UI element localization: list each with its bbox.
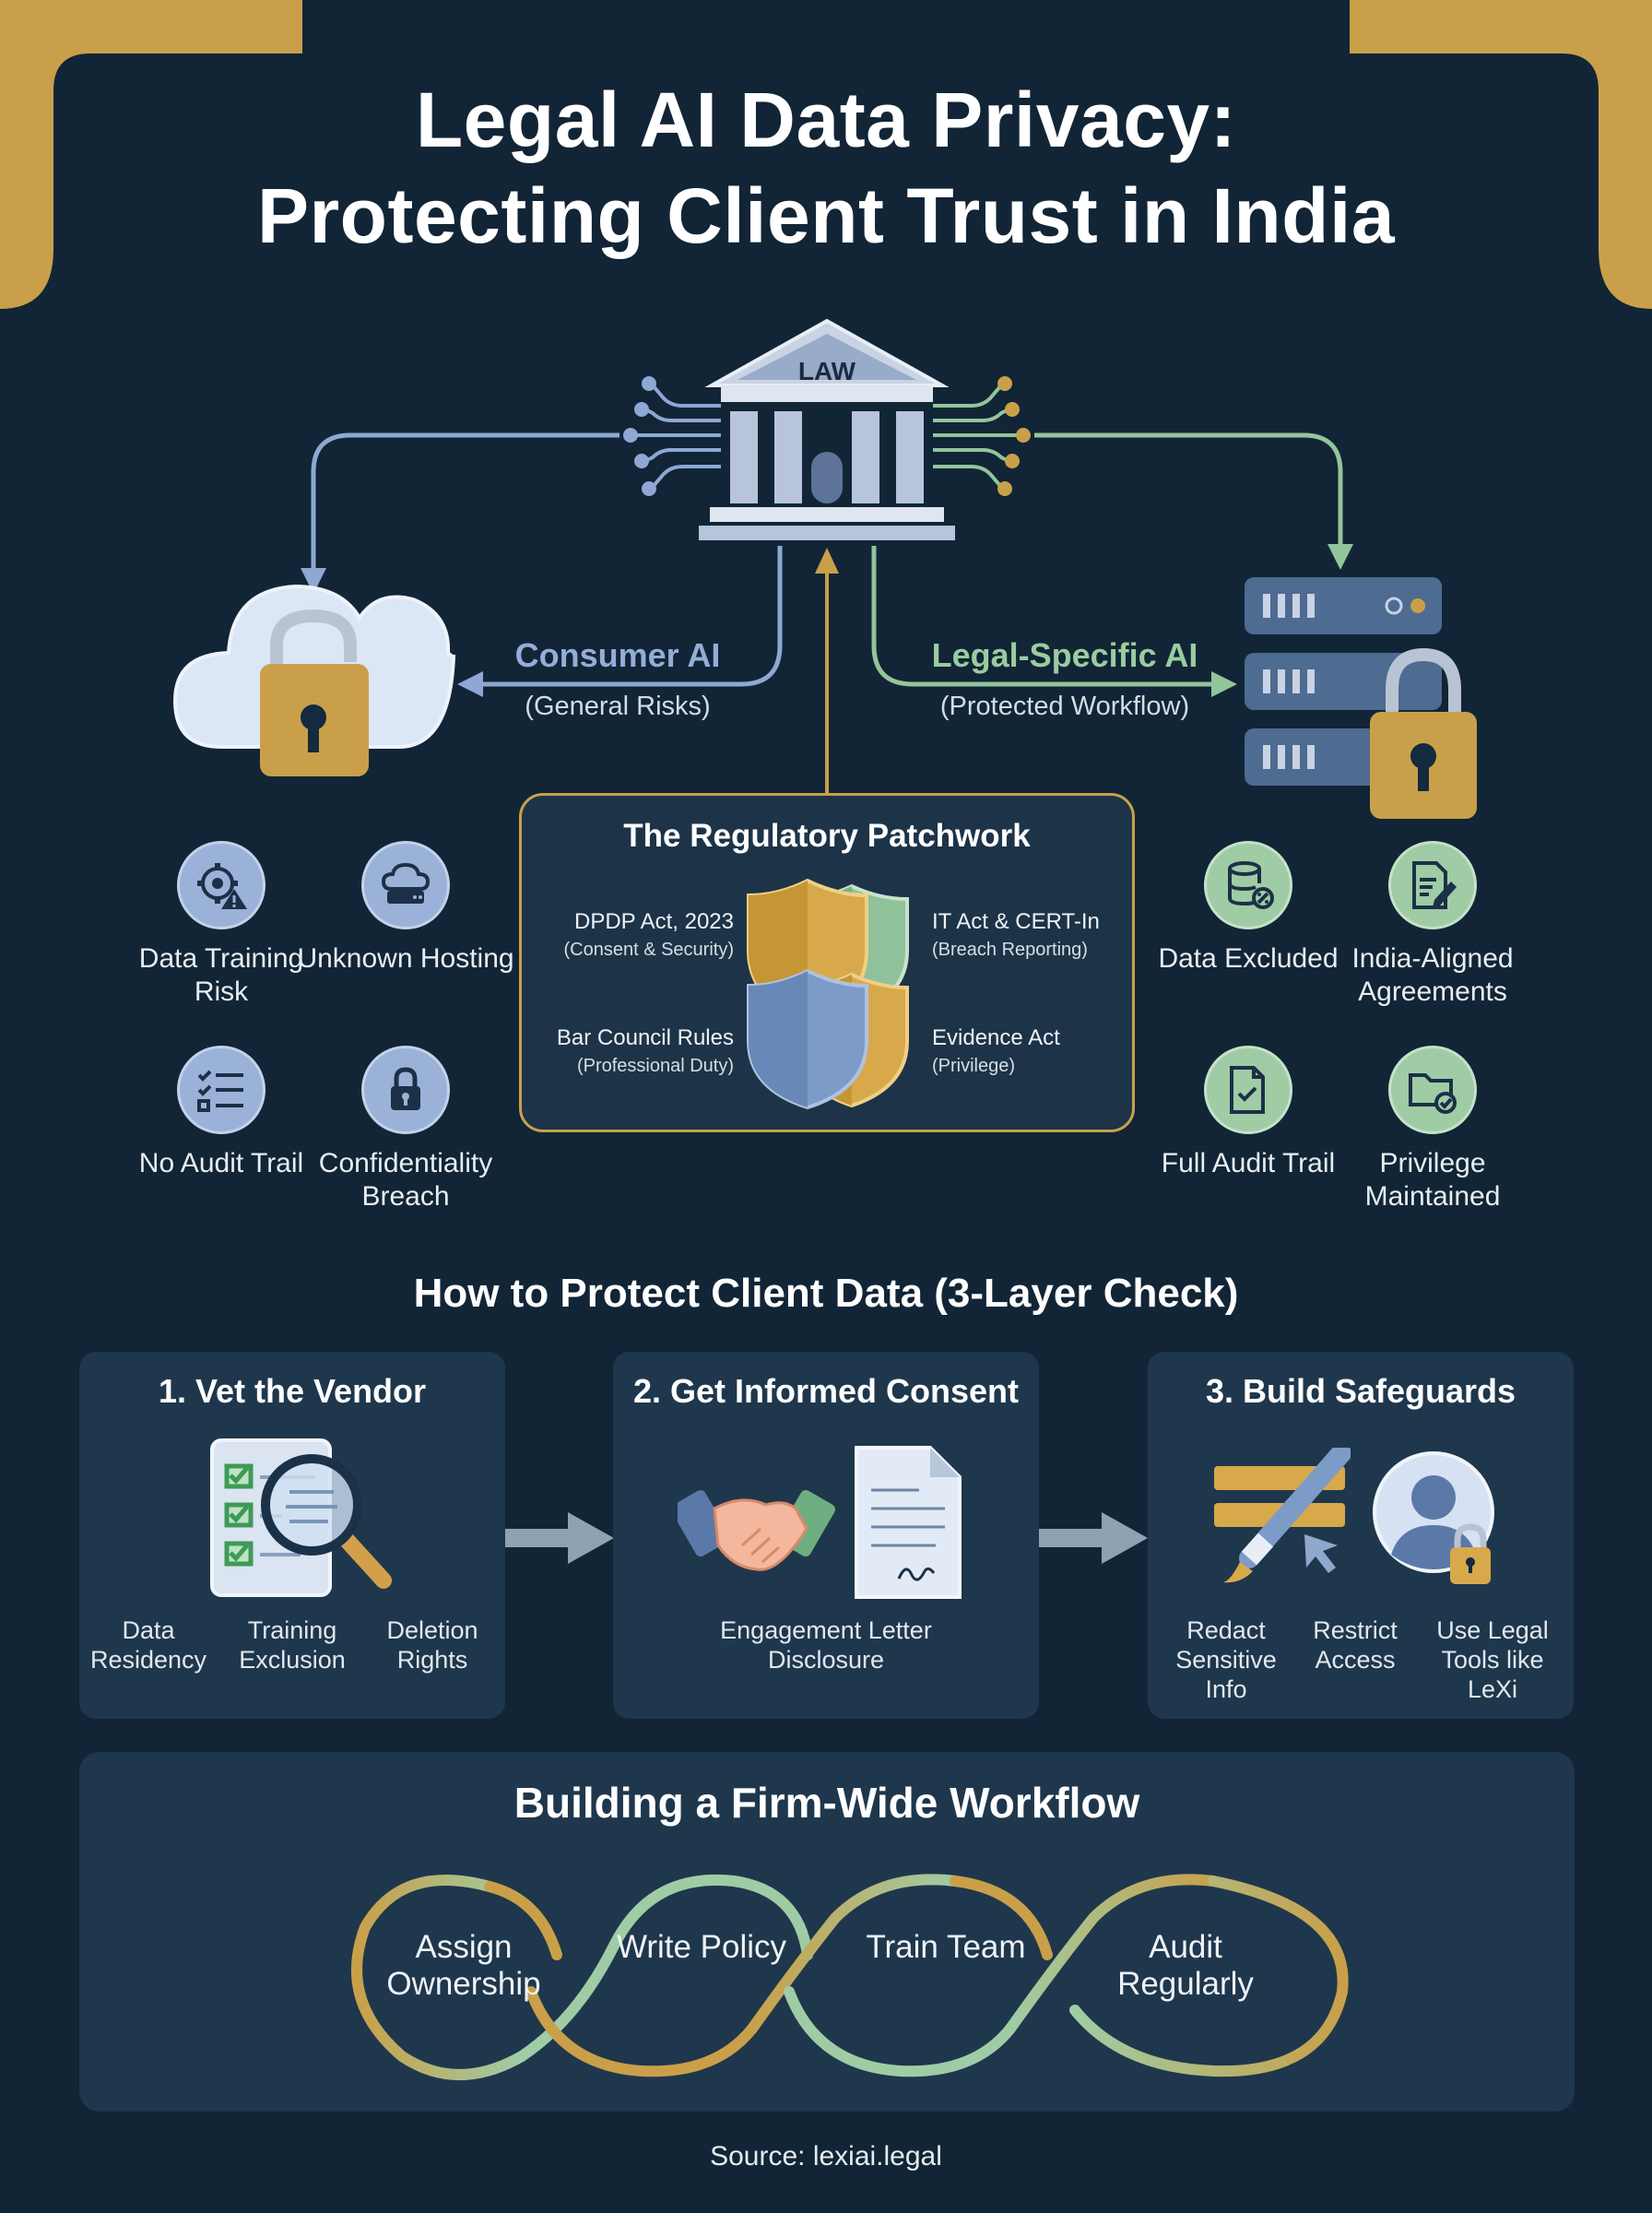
user-lock-icon: [1373, 1451, 1494, 1584]
regulation-name: Bar Council Rules: [556, 1025, 734, 1050]
circuit-lines: [636, 384, 721, 489]
regulation-note: (Breach Reporting): [932, 940, 1088, 960]
consumer-item-confidentiality-breach: Confidentiality Breach: [295, 1046, 516, 1213]
workflow-step-assign-ownership: Assign Ownership: [386, 1929, 541, 2002]
legal-item-label: India-Aligned Agreements: [1351, 943, 1514, 1007]
consumer-ai-label: Consumer AI: [514, 636, 721, 674]
layer-card-vet-vendor: 1. Vet the Vendor Data Residency Trainin…: [79, 1352, 505, 1719]
consumer-item-label: Confidentiality Breach: [318, 1148, 493, 1212]
title-line-1: Legal AI Data Privacy:: [415, 77, 1237, 163]
workflow-title: Building a Firm-Wide Workflow: [513, 1779, 1140, 1827]
workflow-loop-diagram: [351, 1874, 1349, 2080]
regulation-note: (Consent & Security): [563, 940, 734, 960]
workflow-panel: Building a Firm-Wide Workflow Assign Own…: [79, 1752, 1575, 2112]
card-title: 3. Build Safeguards: [1205, 1372, 1516, 1410]
cloud-server-icon: [361, 841, 450, 929]
legal-ai-label: Legal-Specific AI: [931, 636, 1198, 674]
connector-to-cloud: [301, 432, 620, 594]
regulation-name: Evidence Act: [932, 1025, 1060, 1050]
title-line-2: Protecting Client Trust in India: [256, 172, 1396, 259]
consumer-item-label: Data Training Risk: [138, 943, 304, 1007]
card-title: 2. Get Informed Consent: [632, 1372, 1020, 1410]
card-title: 1. Vet the Vendor: [158, 1372, 427, 1410]
regulation-name: IT Act & CERT-In: [932, 909, 1100, 934]
workflow-step-audit-regularly: Audit Regularly: [1117, 1929, 1254, 2002]
shields-icon: [747, 879, 909, 1109]
regulation-evidence-act: Evidence Act (Privilege): [932, 1024, 1144, 1080]
consumer-item-label: Unknown Hosting: [297, 943, 514, 974]
consumer-ai-sub: (General Risks): [525, 692, 711, 721]
padlock-icon: [361, 1046, 450, 1134]
regulation-it-act: IT Act & CERT-In (Breach Reporting): [932, 908, 1144, 964]
workflow-step-write-policy: Write Policy: [616, 1929, 787, 1965]
database-excluded-icon: [1204, 841, 1292, 929]
consumer-item-data-training-risk: Data Training Risk: [111, 841, 332, 1009]
checklist-icon: [177, 1046, 266, 1134]
consumer-item-no-audit-trail: No Audit Trail: [111, 1046, 332, 1180]
workflow-step-train-team: Train Team: [866, 1929, 1026, 1965]
protect-section-title: How to Protect Client Data (3-Layer Chec…: [413, 1271, 1239, 1316]
handshake-document-icon: [678, 1446, 962, 1599]
page-title: Legal AI Data Privacy: Protecting Client…: [0, 72, 1652, 264]
card-label-restrict-access: Restrict Access: [1313, 1616, 1398, 1674]
regulatory-title: The Regulatory Patchwork: [623, 818, 1031, 854]
regulation-note: (Privilege): [932, 1056, 1016, 1076]
regulation-bar-council: Bar Council Rules (Professional Duty): [522, 1024, 734, 1080]
arrow-right-icon: [505, 1512, 614, 1564]
connector-regulatory: [815, 548, 839, 793]
layer-card-build-safeguards: 3. Build Safeguards Redact Sensitive Inf…: [1148, 1352, 1574, 1719]
document-edit-icon: [1388, 841, 1477, 929]
source-credit: Source: lexiai.legal: [710, 2141, 942, 2172]
legal-item-data-excluded: Data Excluded: [1138, 841, 1359, 976]
legal-item-label: Privilege Maintained: [1364, 1148, 1501, 1212]
legal-item-label: Data Excluded: [1158, 943, 1339, 974]
regulation-name: DPDP Act, 2023: [574, 909, 734, 934]
connector-to-server: [1034, 432, 1353, 570]
legal-item-privilege-maintained: Privilege Maintained: [1322, 1046, 1543, 1213]
legal-item-label: Full Audit Trail: [1161, 1148, 1336, 1178]
law-building-icon: LAW: [699, 318, 955, 540]
card-label-deletion-rights: Deletion Rights: [386, 1616, 478, 1674]
card-label-engagement-letter: Engagement Letter Disclosure: [720, 1616, 932, 1674]
regulation-note: (Professional Duty): [576, 1056, 734, 1076]
card-label-training-exclusion: Training Exclusion: [239, 1616, 346, 1674]
regulation-dpdp-act: DPDP Act, 2023 (Consent & Security): [522, 908, 734, 964]
redact-pen-icon: [1214, 1448, 1351, 1583]
gear-warning-icon: [177, 841, 266, 929]
arrow-right-icon: [1039, 1512, 1148, 1564]
document-check-icon: [1204, 1046, 1292, 1134]
legal-ai-sub: (Protected Workflow): [939, 692, 1190, 721]
legal-item-india-aligned-agreements: India-Aligned Agreements: [1322, 841, 1543, 1009]
consumer-item-label: No Audit Trail: [138, 1148, 304, 1178]
card-label-data-residency: Data Residency: [89, 1616, 207, 1674]
server-lock-icon: [1245, 577, 1477, 819]
law-label: LAW: [798, 357, 856, 385]
cloud-broken-lock-icon: [172, 584, 456, 776]
card-label-use-legal-tools: Use Legal Tools like LeXi: [1436, 1616, 1549, 1703]
consumer-item-unknown-hosting: Unknown Hosting: [295, 841, 516, 976]
folder-check-icon: [1388, 1046, 1477, 1134]
checklist-magnifier-icon: [210, 1438, 392, 1597]
layer-card-informed-consent: 2. Get Informed Consent Engagement Lette…: [613, 1352, 1039, 1719]
card-label-redact-sensitive-info: Redact Sensitive Info: [1175, 1616, 1277, 1703]
regulatory-patchwork-box: The Regulatory Patchwork DPDP Act, 2023 …: [519, 793, 1135, 1132]
legal-item-full-audit-trail: Full Audit Trail: [1138, 1046, 1359, 1180]
